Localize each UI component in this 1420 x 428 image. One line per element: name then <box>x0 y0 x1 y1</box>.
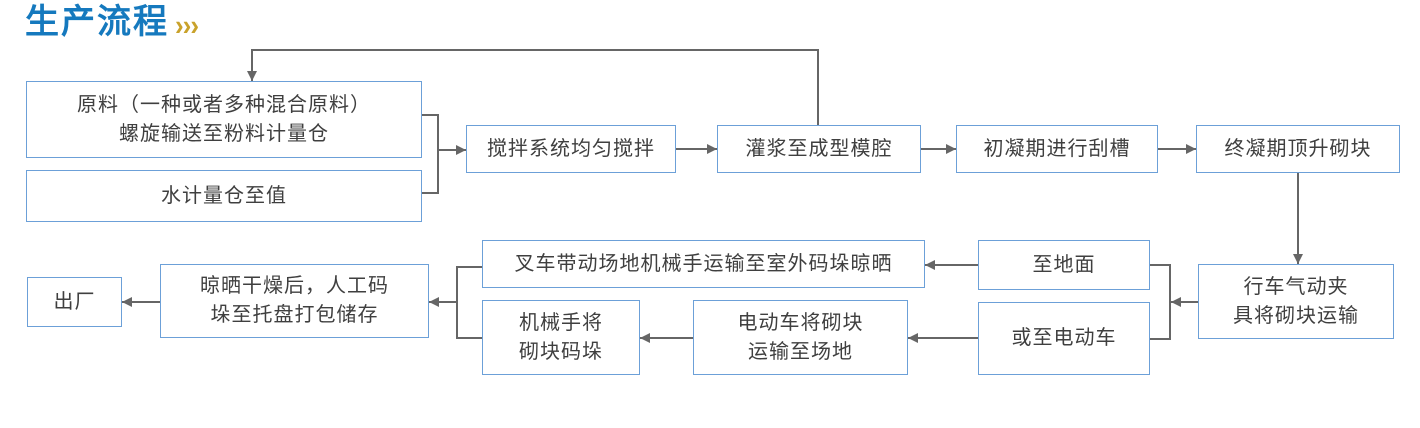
node-drying-packing: 晾晒干燥后，人工码 垛至托盘打包储存 <box>160 264 429 338</box>
node-raw-material: 原料（一种或者多种混合原料） 螺旋输送至粉料计量仓 <box>26 81 422 158</box>
node-initial-set: 初凝期进行刮槽 <box>956 125 1158 173</box>
node-mixing: 搅拌系统均匀搅拌 <box>466 125 676 173</box>
bracket-ground-evehicle <box>1150 264 1171 340</box>
page-title-text: 生产流程 <box>25 3 169 41</box>
node-to-evehicle: 或至电动车 <box>978 302 1150 375</box>
bracket-raw-water <box>422 114 439 194</box>
node-shipping: 出厂 <box>27 277 122 327</box>
node-forklift-transport: 叉车带动场地机械手运输至室外码垛晾晒 <box>482 240 925 288</box>
edge-grouting-to-raw <box>247 49 819 125</box>
bracket-forklift-robot <box>456 266 482 339</box>
connector-lines <box>122 49 1303 343</box>
node-robot-stacking: 机械手将 砌块码垛 <box>482 300 640 375</box>
node-final-set: 终凝期顶升砌块 <box>1196 125 1400 173</box>
page-title: 生产流程 ››› <box>25 3 199 42</box>
node-grouting: 灌浆至成型模腔 <box>717 125 921 173</box>
node-evehicle-transport: 电动车将砌块 运输至场地 <box>693 300 908 375</box>
node-water-metering: 水计量仓至值 <box>26 170 422 222</box>
chevrons-icon: ››› <box>175 8 199 42</box>
node-crane-transport: 行车气动夹 具将砌块运输 <box>1198 264 1394 339</box>
node-to-ground: 至地面 <box>978 240 1150 290</box>
